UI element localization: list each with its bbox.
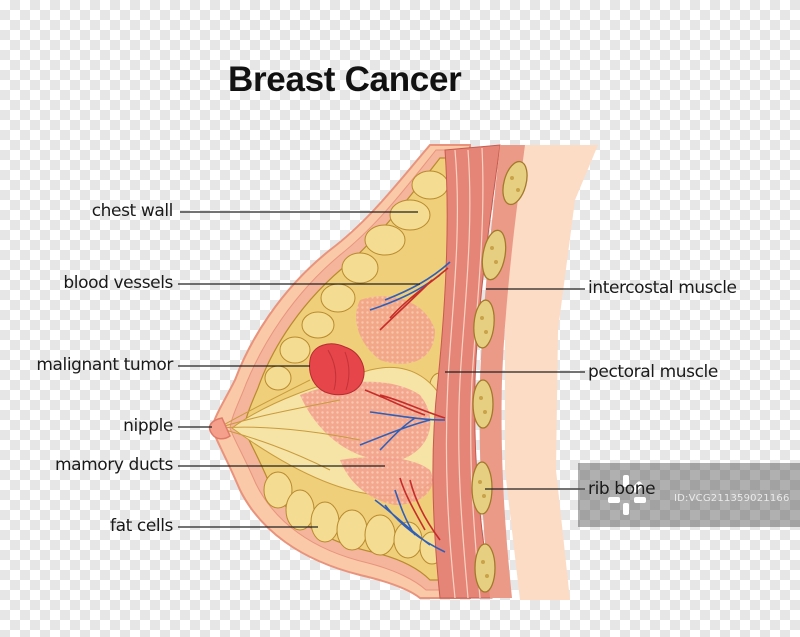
blood-vessels-shape: [359, 261, 451, 553]
label-chest-wall: chest wall: [91, 201, 174, 221]
label-intercostal-muscle: intercostal muscle: [588, 278, 737, 298]
nipple-shape: [208, 417, 231, 440]
label-mamory-ducts: mamory ducts: [54, 455, 173, 475]
watermark: ID:VCG211359021166: [578, 463, 800, 527]
page-title: Breast Cancer: [228, 60, 462, 99]
label-rib-bone: rib bone: [588, 479, 656, 499]
tumor-shape: [309, 343, 365, 396]
watermark-logo-icon: [608, 475, 646, 515]
label-fat-cells: fat cells: [110, 516, 173, 536]
leader-lines: [178, 211, 585, 528]
rib-bones: [471, 160, 528, 593]
label-blood-vessels: blood vessels: [63, 273, 173, 293]
label-malignant-tumor: malignant tumor: [36, 355, 173, 375]
label-nipple: nipple: [123, 416, 173, 436]
label-pectoral-muscle: pectoral muscle: [588, 362, 718, 382]
watermark-id: ID:VCG211359021166: [674, 493, 790, 504]
